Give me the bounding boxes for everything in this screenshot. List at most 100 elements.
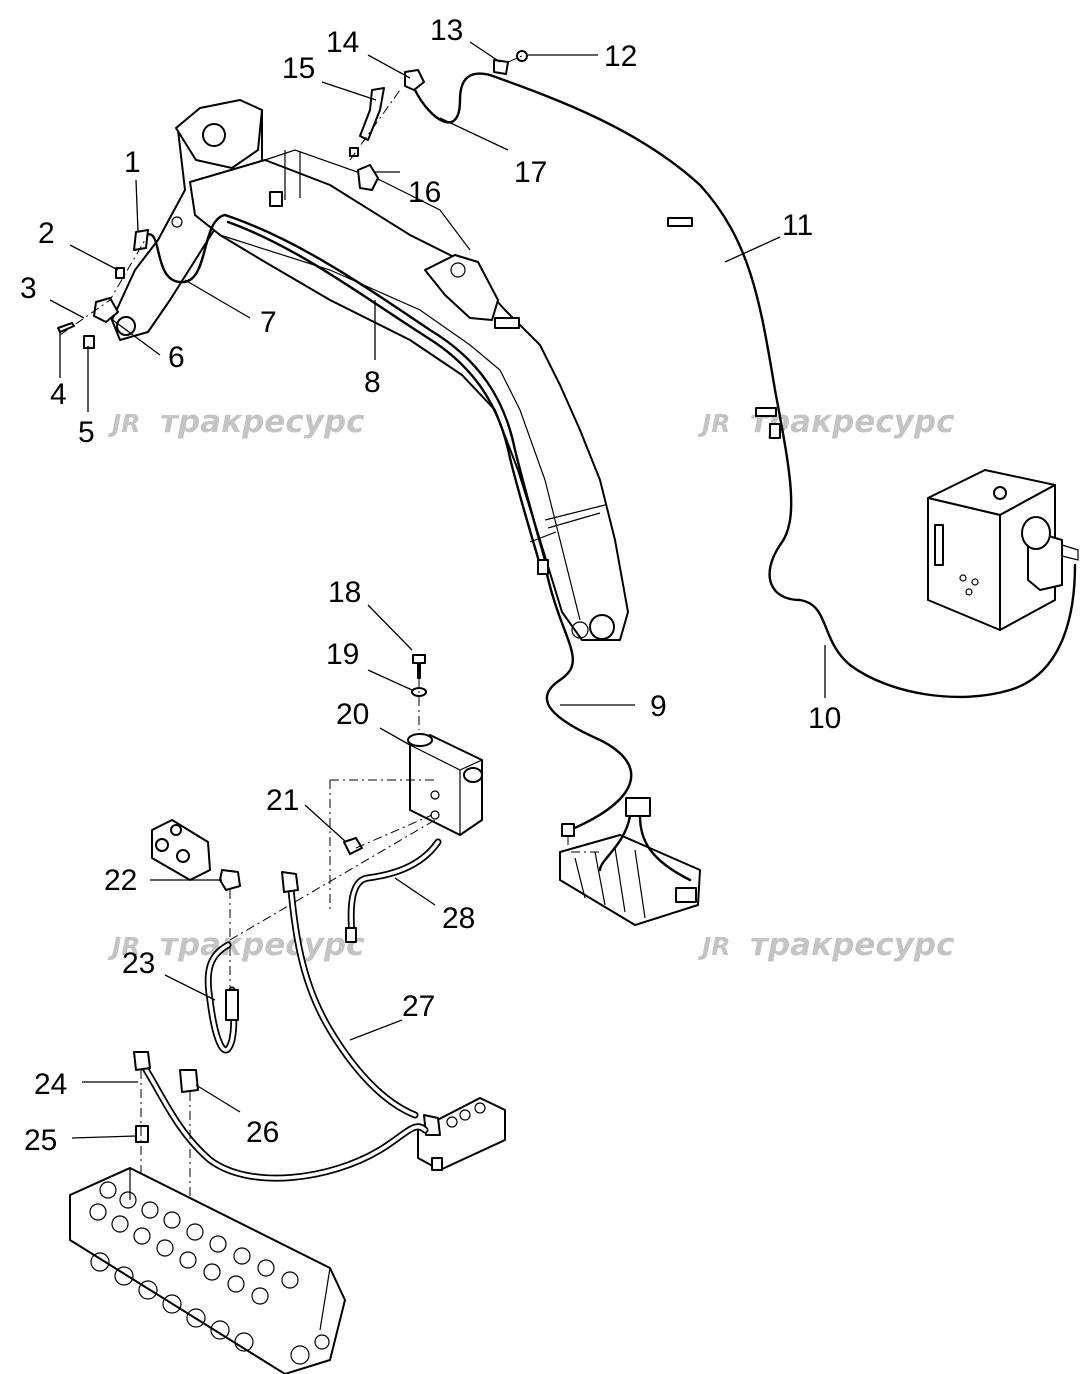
- valve-body: [559, 834, 701, 926]
- leader-11: [724, 236, 781, 263]
- hose-28-group: [345, 838, 442, 943]
- boom-clamp: [494, 317, 520, 329]
- valve-block-body: [417, 1097, 506, 1171]
- hose-24-group: [133, 1051, 429, 1250]
- watermark: JR тракресурс: [697, 404, 955, 440]
- leader-21: [304, 804, 347, 843]
- leader-3: [49, 299, 85, 319]
- elbow-fitting-6: [93, 297, 119, 323]
- valve-hose: [638, 814, 692, 882]
- fitting-21: [343, 837, 363, 855]
- boom-body: [189, 159, 629, 641]
- plug-5: [83, 335, 95, 349]
- valve-hose: [598, 814, 632, 872]
- watermark-logo: JR: [697, 409, 731, 438]
- callout-10: 10: [808, 702, 841, 735]
- hose-11: [488, 73, 852, 667]
- callout-22: 22: [104, 864, 137, 897]
- arm-hole: [171, 216, 183, 228]
- bolt-12: [516, 50, 528, 62]
- callout-24: 24: [34, 1068, 67, 1101]
- callout-11: 11: [782, 209, 813, 242]
- hose-27: [288, 878, 417, 1117]
- hose-24: [138, 1058, 427, 1180]
- hose-24-fitting: [133, 1051, 151, 1071]
- valve-port: [459, 1109, 471, 1121]
- o-ring-16: [349, 147, 359, 157]
- callout-21: 21: [266, 784, 299, 817]
- elbow-fitting-22: [219, 869, 241, 891]
- reservoir-edges: [409, 744, 483, 835]
- valve-plug: [431, 1157, 443, 1171]
- assembly-axis: [59, 239, 146, 336]
- boom-clamp: [529, 504, 606, 543]
- watermark-logo: JR: [697, 932, 731, 961]
- hose-7: [138, 213, 227, 284]
- assembly-axis: [349, 55, 523, 161]
- leader-17: [439, 117, 509, 151]
- fitting-26: [179, 1069, 199, 1093]
- tank-port: [959, 574, 967, 582]
- hose-28: [349, 840, 440, 937]
- boom-foot-hole: [571, 621, 589, 639]
- callout-3: 3: [20, 272, 37, 305]
- callout-12: 12: [604, 40, 637, 73]
- valve-port: [474, 1102, 486, 1114]
- callout-1: 1: [124, 146, 141, 179]
- valve-block: [625, 797, 651, 817]
- watermark: JR тракресурс: [107, 927, 365, 963]
- callout-26: 26: [246, 1116, 279, 1149]
- elbow-fitting-16: [357, 164, 379, 191]
- fitting-1: [133, 229, 149, 251]
- hose-10: [848, 563, 1077, 699]
- tank-filter-head: [1021, 516, 1051, 550]
- leader-1: [135, 179, 139, 233]
- reservoir-assembly: [229, 654, 483, 941]
- bolt-4: [57, 322, 75, 333]
- leader-lines: [49, 41, 826, 1139]
- hydraulic-tank: [927, 469, 1079, 631]
- callout-20: 20: [336, 698, 369, 731]
- boom-clamp: [269, 191, 283, 207]
- leader-20: [379, 727, 411, 746]
- hose-27-group: [281, 871, 419, 1119]
- reservoir-20: [409, 734, 483, 836]
- callout-23: 23: [122, 947, 155, 980]
- hose-8: [223, 213, 547, 562]
- arm-pin: [116, 316, 136, 336]
- leader-13: [469, 41, 501, 63]
- main-control-valve: [69, 1167, 346, 1374]
- tank-cap: [993, 486, 1007, 500]
- hose-fitting: [537, 559, 549, 575]
- leader-28: [394, 877, 436, 906]
- top-fittings: [349, 50, 528, 191]
- hose-28-fitting: [345, 927, 357, 943]
- tank-port: [965, 588, 973, 596]
- valve-port: [170, 824, 182, 836]
- callout-18: 18: [328, 576, 361, 609]
- callout-7: 7: [260, 306, 277, 339]
- boom-foot-pin: [589, 614, 615, 640]
- hose-9: [543, 563, 633, 832]
- callout-27: 27: [402, 990, 435, 1023]
- main-valve-spools: [89, 1181, 330, 1365]
- callout-5: 5: [78, 416, 95, 449]
- callout-4: 4: [50, 378, 67, 411]
- leader-15: [321, 81, 377, 101]
- clamp-13: [493, 59, 509, 75]
- hose-clamp: [667, 217, 693, 227]
- watermark-text: тракресурс: [750, 927, 955, 963]
- watermark-logo: JR: [107, 932, 141, 961]
- watermark: JR тракресурс: [697, 927, 955, 963]
- arm-pin: [202, 123, 226, 147]
- tank-port: [971, 578, 979, 586]
- hose-fitting-15: [359, 87, 385, 141]
- callout-9: 9: [650, 690, 667, 723]
- boom-bracket: [284, 150, 301, 200]
- control-valve-small: [559, 797, 701, 926]
- leader-7: [184, 279, 251, 319]
- watermark-text: тракресурс: [160, 927, 365, 963]
- leader-19: [367, 669, 413, 691]
- hose-8: [226, 220, 542, 567]
